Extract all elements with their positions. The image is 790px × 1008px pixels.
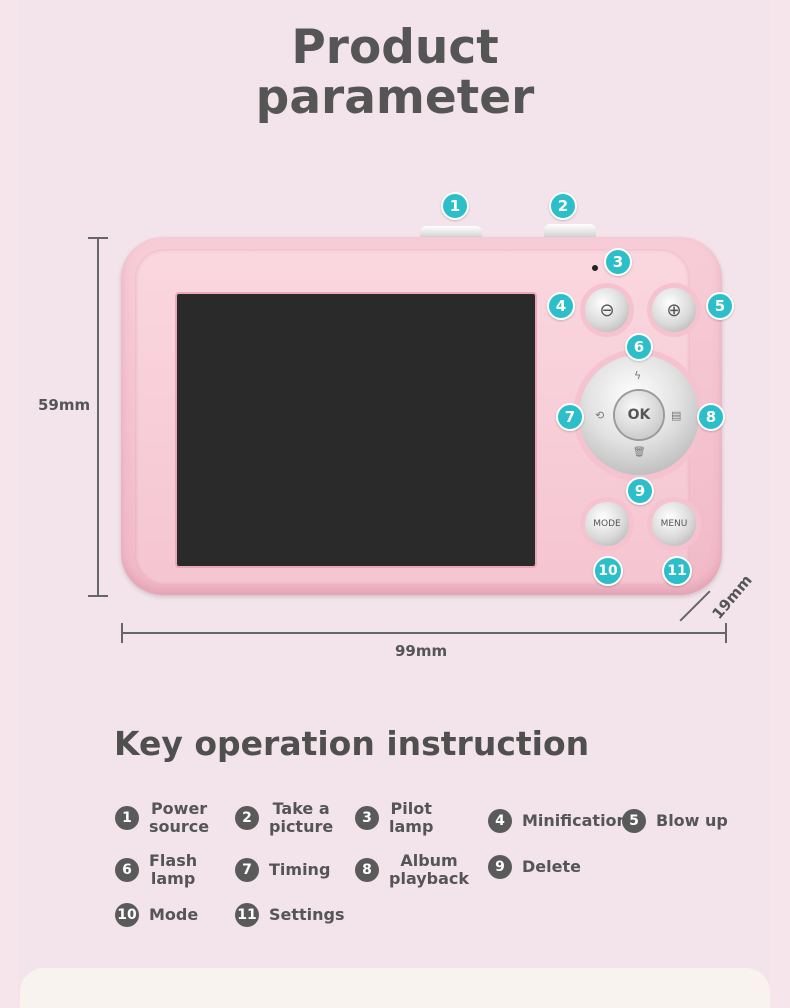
legend-number: 9 xyxy=(488,855,512,879)
next-section-card xyxy=(20,968,770,1008)
callout-badge-6: 6 xyxy=(625,333,653,361)
legend-label: Pilot lamp xyxy=(389,799,434,836)
callout-badge-5: 5 xyxy=(706,292,734,320)
width-dimension-cap-right xyxy=(725,623,727,643)
legend-number: 8 xyxy=(355,858,379,882)
page-title-line1: Product xyxy=(291,20,499,75)
legend-number: 7 xyxy=(235,858,259,882)
zoom-in-button[interactable]: ⊕ xyxy=(652,288,696,332)
callout-badge-9: 9 xyxy=(626,477,654,505)
legend-label: Flash lamp xyxy=(149,851,198,888)
height-dimension-label: 59mm xyxy=(38,396,91,414)
menu-label: MENU xyxy=(660,519,688,529)
mode-label: MODE xyxy=(593,519,621,529)
legend-item-7: 7 Timing xyxy=(235,858,330,882)
callout-badge-2: 2 xyxy=(549,192,577,220)
legend-label: Power source xyxy=(149,799,210,836)
legend-number: 1 xyxy=(115,806,139,830)
legend-label: Minification xyxy=(522,811,628,830)
ok-button[interactable]: OK xyxy=(615,391,663,439)
flash-icon: ϟ xyxy=(634,369,642,382)
legend-item-5: 5 Blow up xyxy=(622,809,728,833)
legend-label: Blow up xyxy=(656,811,728,830)
legend-item-9: 9 Delete xyxy=(488,855,581,879)
legend-label: Settings xyxy=(269,905,345,924)
legend-item-2: 2 Take a picture xyxy=(235,800,333,836)
ok-label: OK xyxy=(627,407,651,423)
legend-item-3: 3 Pilot lamp xyxy=(355,800,433,836)
width-dimension-label: 99mm xyxy=(395,642,448,660)
legend-label: Timing xyxy=(269,860,331,879)
pilot-lamp xyxy=(592,265,598,271)
callout-badge-8: 8 xyxy=(697,403,725,431)
menu-button[interactable]: MENU xyxy=(652,502,696,546)
zoom-out-button[interactable]: ⊖ xyxy=(585,288,629,332)
legend-item-11: 11 Settings xyxy=(235,903,345,927)
zoom-out-icon: ⊖ xyxy=(599,299,615,321)
playback-icon: ▤ xyxy=(671,409,682,422)
legend-number: 6 xyxy=(115,858,139,882)
legend-label: Mode xyxy=(149,905,199,924)
height-dimension-cap-bottom xyxy=(88,595,108,597)
callout-badge-3: 3 xyxy=(604,248,632,276)
legend-number: 11 xyxy=(235,903,259,927)
callout-badge-11: 11 xyxy=(662,556,692,586)
legend-item-1: 1 Power source xyxy=(115,800,209,836)
camera-screen xyxy=(175,292,537,568)
zoom-in-icon: ⊕ xyxy=(666,299,682,321)
legend-label: Album playback xyxy=(389,851,470,888)
callout-badge-4: 4 xyxy=(547,292,575,320)
mode-button[interactable]: MODE xyxy=(585,502,629,546)
direction-pad[interactable]: ϟ ⟲ ▤ 🗑 OK xyxy=(579,355,699,475)
legend-number: 10 xyxy=(115,903,139,927)
legend-item-10: 10 Mode xyxy=(115,903,198,927)
height-dimension-line xyxy=(97,237,99,597)
legend-item-6: 6 Flash lamp xyxy=(115,852,197,888)
callout-badge-7: 7 xyxy=(556,403,584,431)
callout-badge-10: 10 xyxy=(593,556,623,586)
legend-item-8: 8 Album playback xyxy=(355,852,469,888)
timer-icon: ⟲ xyxy=(595,409,605,422)
legend-label: Take a picture xyxy=(269,799,334,836)
instructions-title: Key operation instruction xyxy=(114,724,590,763)
page-title-line2: parameter xyxy=(255,70,535,125)
legend-label: Delete xyxy=(522,857,581,876)
legend-number: 3 xyxy=(355,806,379,830)
legend-number: 2 xyxy=(235,806,259,830)
height-dimension-cap-top xyxy=(88,237,108,239)
width-dimension-cap-left xyxy=(121,623,123,643)
legend-number: 5 xyxy=(622,809,646,833)
delete-icon: 🗑 xyxy=(633,447,646,458)
shutter-button[interactable] xyxy=(544,224,596,238)
callout-badge-1: 1 xyxy=(441,192,469,220)
legend-item-4: 4 Minification xyxy=(488,809,628,833)
legend-number: 4 xyxy=(488,809,512,833)
power-button[interactable] xyxy=(420,226,482,238)
width-dimension-line xyxy=(121,632,727,634)
